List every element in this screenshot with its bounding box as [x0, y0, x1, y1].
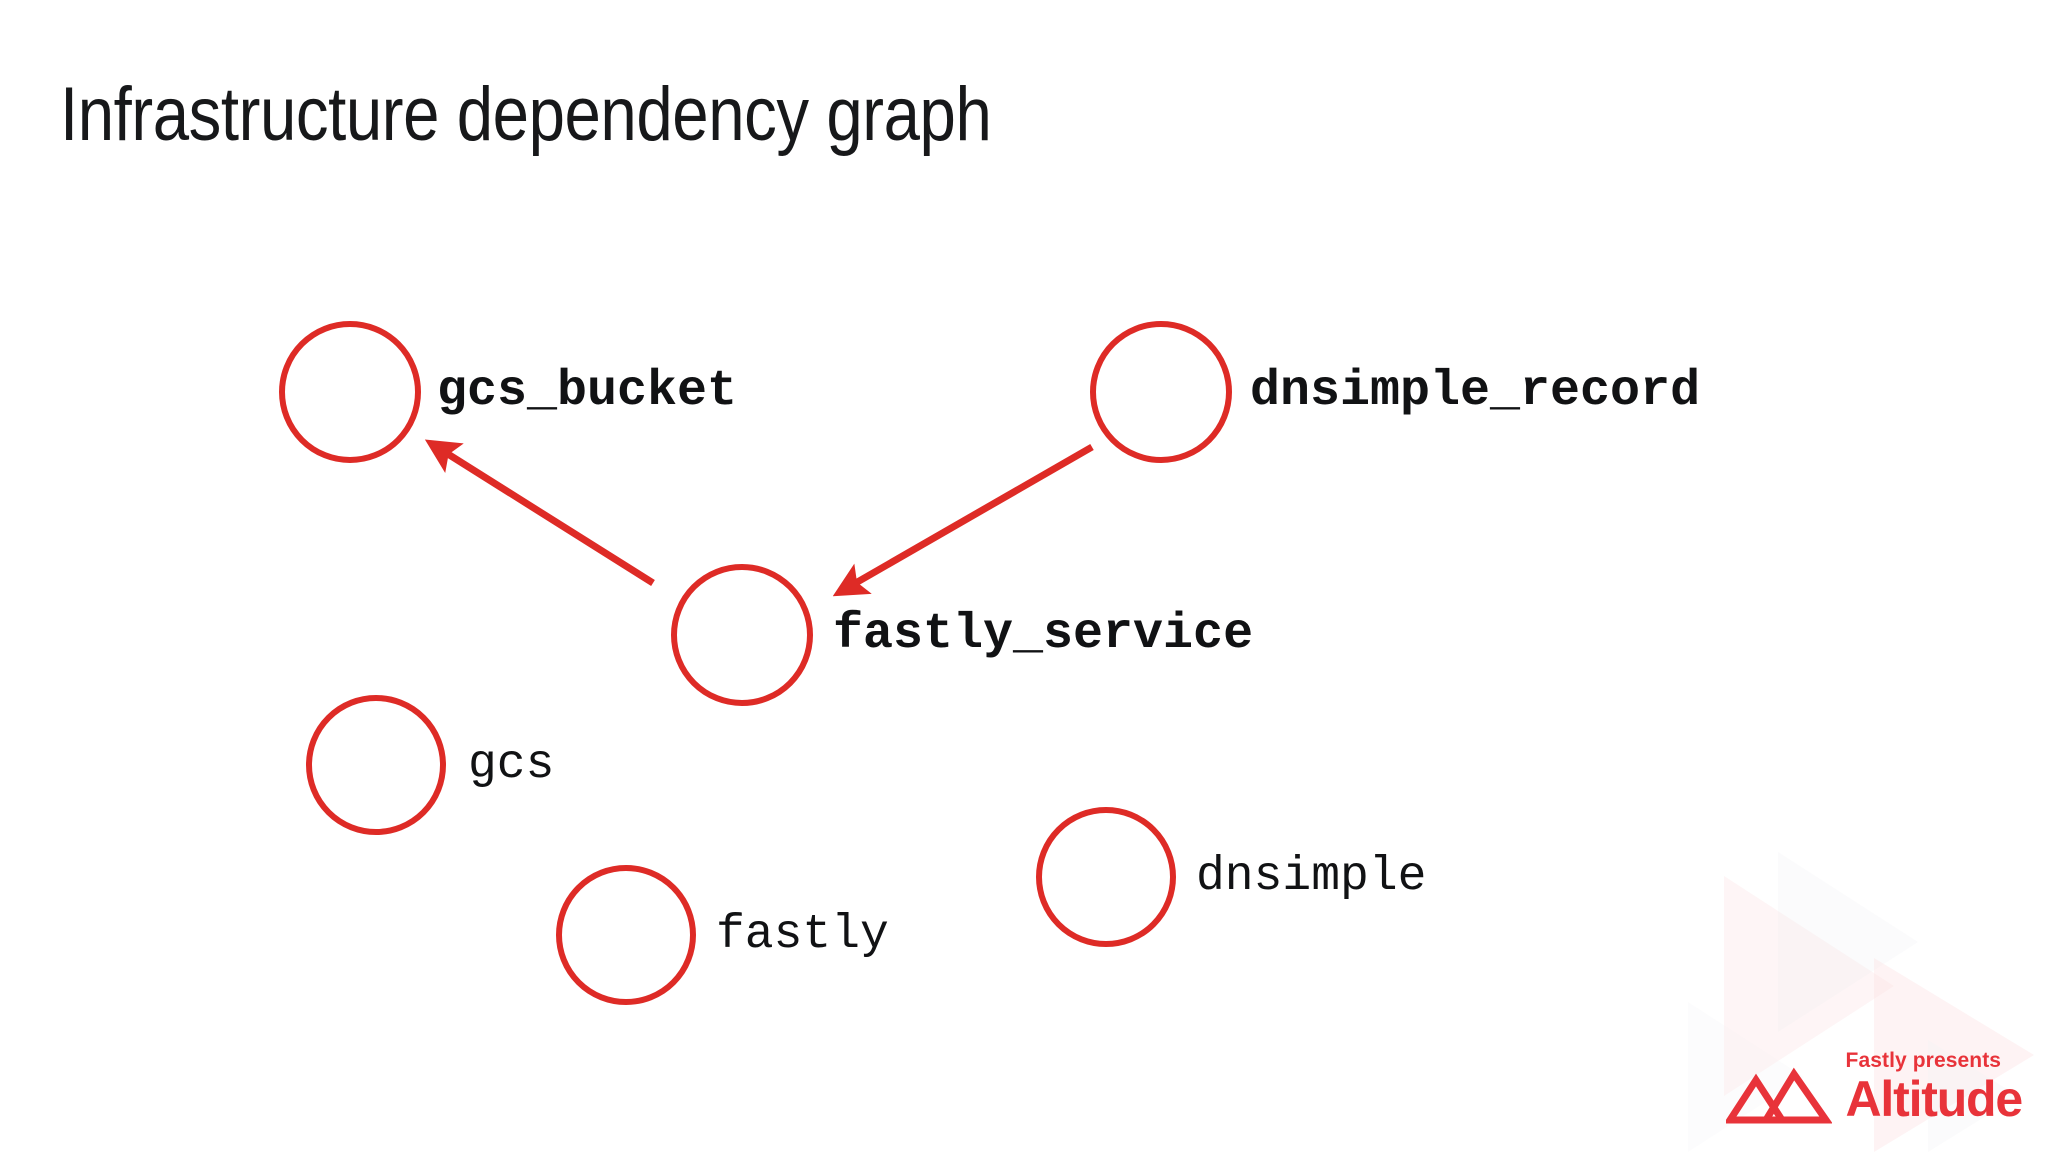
- node-label-gcs_bucket: gcs_bucket: [437, 363, 738, 420]
- graph-node-fastly_service[interactable]: fastly_service: [671, 564, 1253, 706]
- node-label-gcs: gcs: [468, 738, 555, 792]
- altitude-wordmark: Fastly presents Altitude: [1845, 1049, 2024, 1127]
- graph-node-gcs_bucket[interactable]: gcs_bucket: [279, 321, 737, 463]
- altitude-logo: Fastly presents Altitude: [1725, 1049, 2024, 1127]
- node-circle-dnsimple_record[interactable]: [1090, 321, 1232, 463]
- node-label-fastly: fastly: [716, 908, 889, 962]
- graph-edge: [424, 439, 655, 586]
- node-circle-fastly_service[interactable]: [671, 564, 813, 706]
- brand-presents-text: Fastly presents: [1845, 1049, 2002, 1072]
- node-label-dnsimple_record: dnsimple_record: [1250, 363, 1701, 420]
- node-circle-gcs_bucket[interactable]: [279, 321, 421, 463]
- node-circle-fastly[interactable]: [556, 865, 696, 1005]
- node-label-fastly_service: fastly_service: [833, 606, 1254, 663]
- node-label-dnsimple: dnsimple: [1196, 850, 1427, 904]
- node-circle-dnsimple[interactable]: [1036, 807, 1176, 947]
- graph-node-gcs[interactable]: gcs: [306, 695, 554, 835]
- page-title: Infrastructure dependency graph: [60, 72, 992, 157]
- node-circle-gcs[interactable]: [306, 695, 446, 835]
- mountain-icon: [1725, 1067, 1832, 1124]
- graph-node-fastly[interactable]: fastly: [556, 865, 889, 1005]
- graph-node-dnsimple[interactable]: dnsimple: [1036, 807, 1426, 947]
- brand-name-text: Altitude: [1845, 1071, 2024, 1127]
- graph-node-dnsimple_record[interactable]: dnsimple_record: [1090, 321, 1700, 463]
